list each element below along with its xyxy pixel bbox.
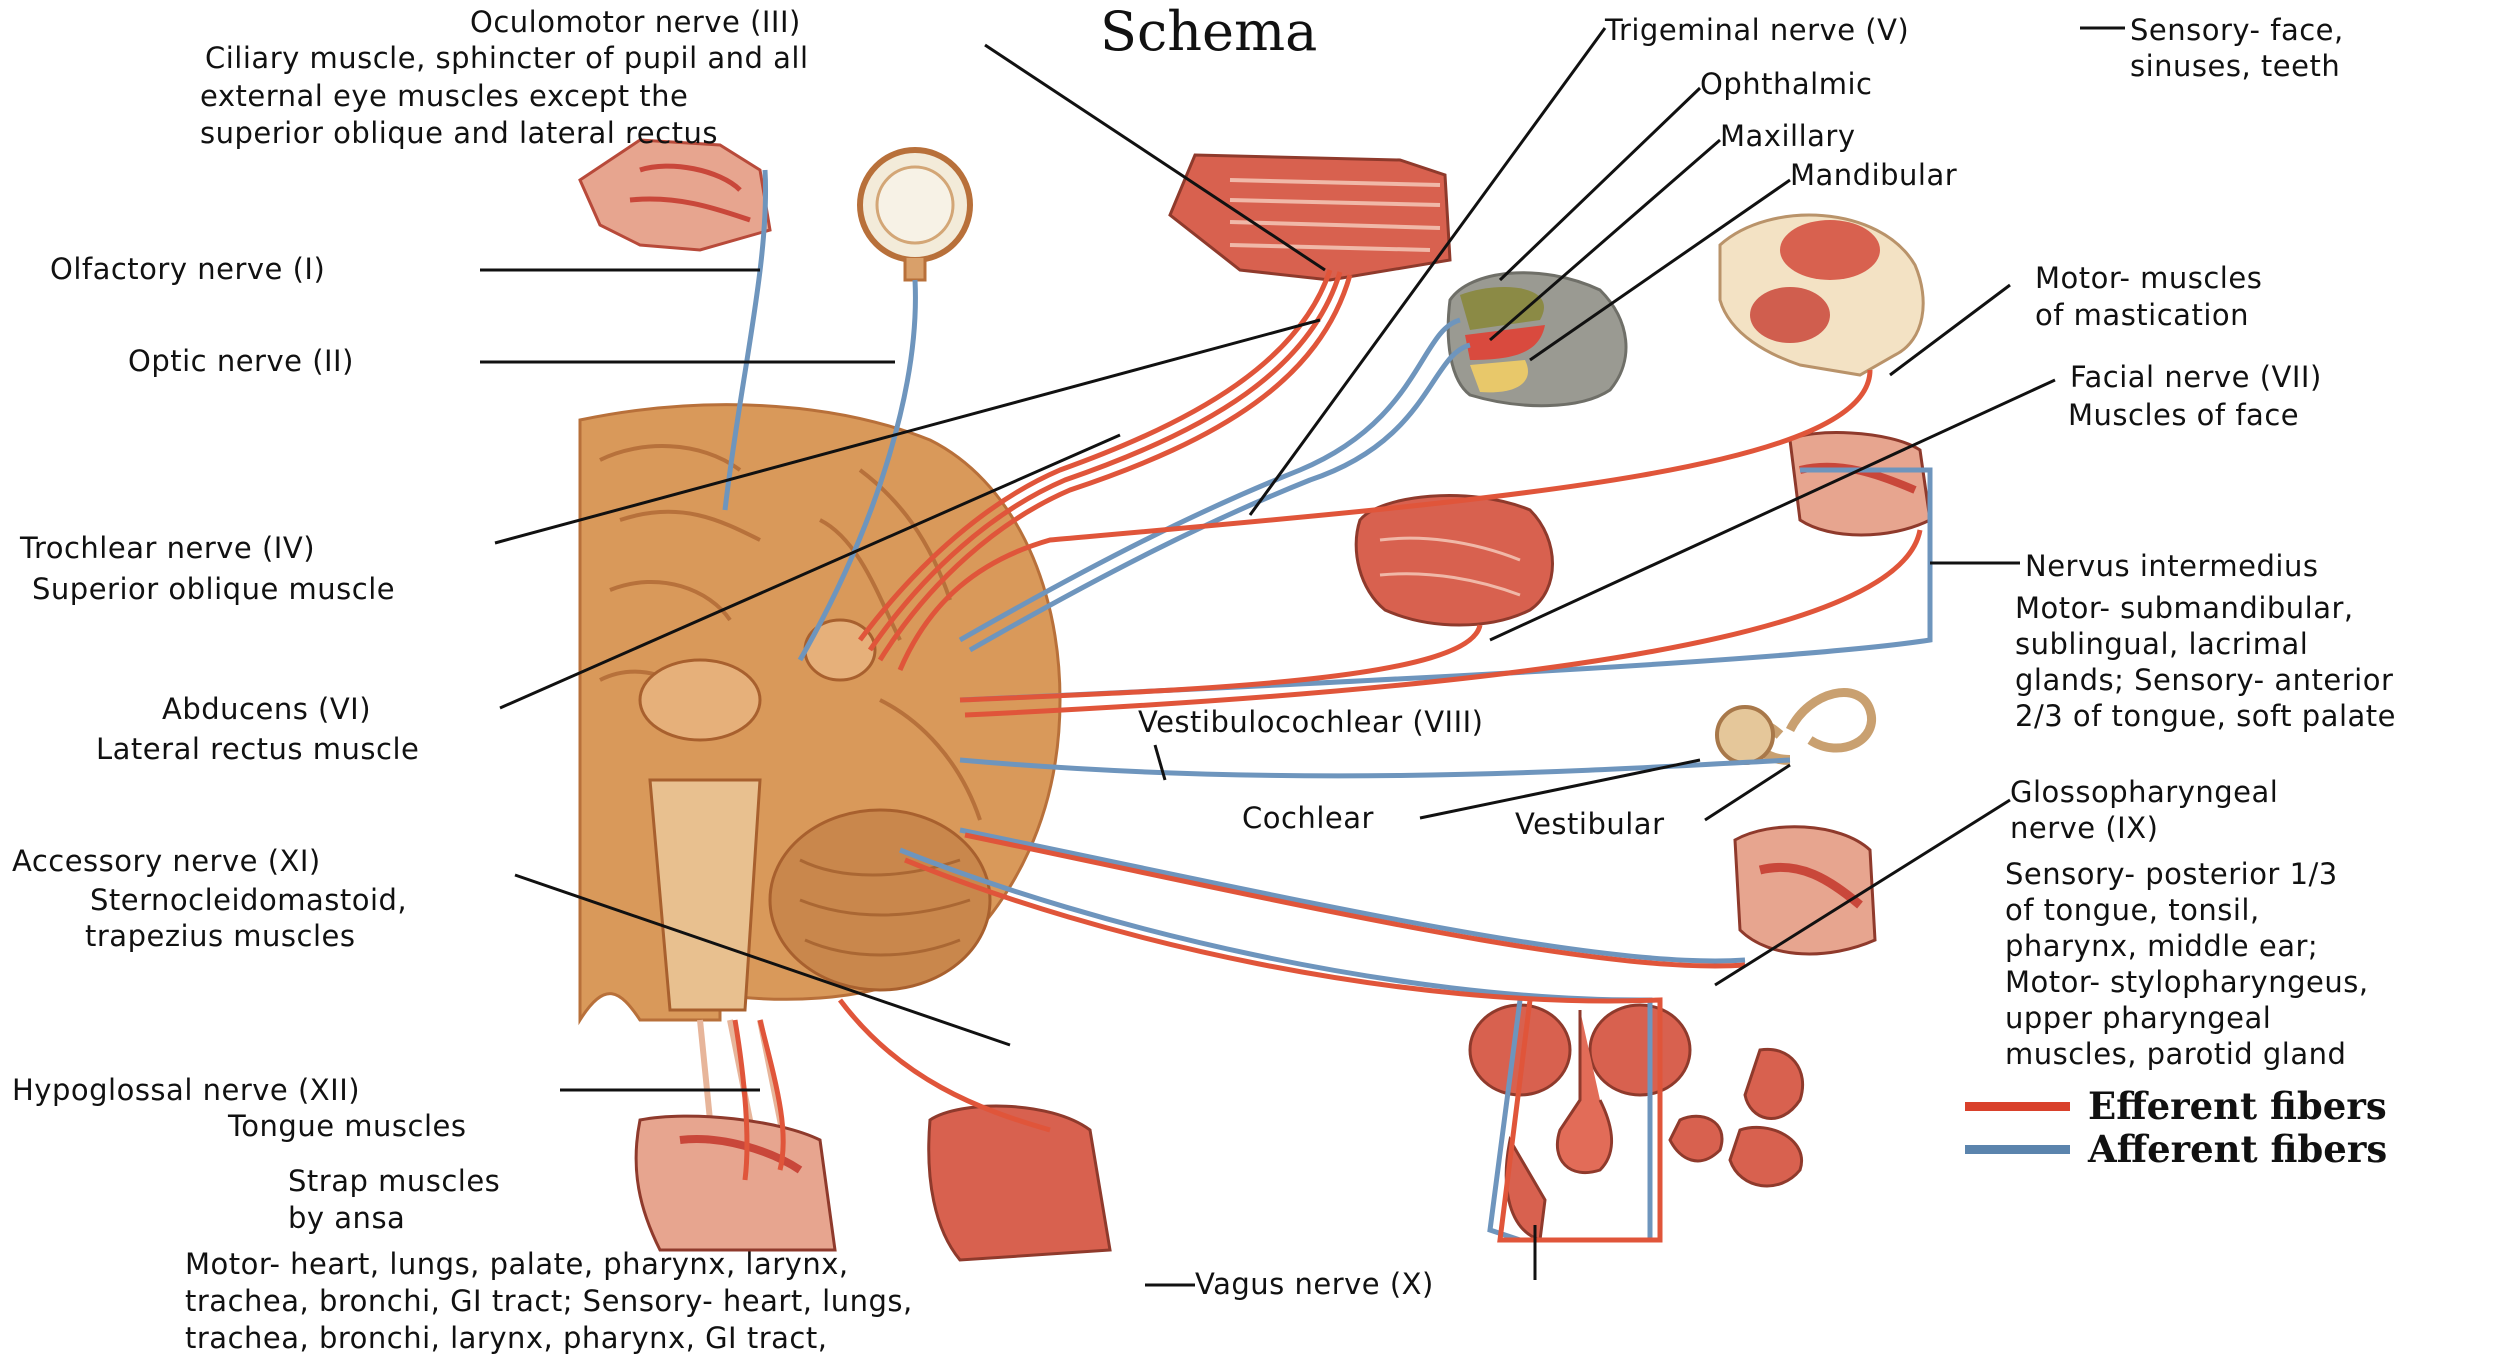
nose-illustration	[580, 140, 770, 250]
label-glosso-1: Glossopharyngeal	[2010, 774, 2278, 810]
label-vagus-desc-1: Motor- heart, lungs, palate, pharynx, la…	[185, 1246, 849, 1282]
label-trigeminal: Trigeminal nerve (V)	[1605, 12, 1909, 48]
face-muscles-illustration	[1356, 496, 1552, 625]
label-mandibular: Mandibular	[1790, 157, 1957, 193]
inner-ear-illustration	[1717, 693, 1872, 763]
label-vestibulocochlear: Vestibulocochlear (VIII)	[1138, 704, 1484, 740]
label-glosso-desc-1: Sensory- posterior 1/3	[2005, 856, 2338, 892]
legend-afferent-swatch	[1965, 1145, 2070, 1154]
label-intermedius-desc-1: Motor- submandibular,	[2015, 590, 2354, 626]
label-olfactory: Olfactory nerve (I)	[50, 251, 325, 287]
label-oculomotor-desc-1: Ciliary muscle, sphincter of pupil and a…	[205, 40, 809, 76]
label-motor-mastication-2: of mastication	[2035, 297, 2249, 333]
label-hypoglossal-desc: Tongue muscles	[228, 1108, 466, 1144]
label-strap-1: Strap muscles	[288, 1163, 500, 1199]
label-accessory: Accessory nerve (XI)	[12, 843, 321, 879]
label-glosso-desc-3: pharynx, middle ear;	[2005, 928, 2318, 964]
viscera-illustration	[1470, 1005, 1803, 1240]
legend-efferent: Efferent fibers	[1965, 1085, 2387, 1127]
label-accessory-desc-2: trapezius muscles	[85, 918, 356, 954]
label-abducens-desc: Lateral rectus muscle	[96, 731, 419, 767]
label-glosso-desc-6: muscles, parotid gland	[2005, 1036, 2346, 1072]
label-oculomotor: Oculomotor nerve (III)	[470, 4, 801, 40]
label-maxillary: Maxillary	[1720, 118, 1855, 154]
label-optic: Optic nerve (II)	[128, 343, 354, 379]
label-vagus: Vagus nerve (X)	[1195, 1266, 1434, 1302]
label-glosso-desc-4: Motor- stylopharyngeus,	[2005, 964, 2369, 1000]
label-hypoglossal: Hypoglossal nerve (XII)	[12, 1072, 360, 1108]
label-ophthalmic: Ophthalmic	[1700, 66, 1872, 102]
label-motor-mastication-1: Motor- muscles	[2035, 260, 2262, 296]
label-facial-desc: Muscles of face	[2068, 397, 2299, 433]
label-glosso-desc-2: of tongue, tonsil,	[2005, 892, 2260, 928]
label-intermedius-desc-3: glands; Sensory- anterior	[2015, 662, 2393, 698]
label-glosso-2: nerve (IX)	[2010, 810, 2158, 846]
label-facial: Facial nerve (VII)	[2070, 359, 2322, 395]
label-cochlear: Cochlear	[1242, 800, 1374, 836]
label-trigeminal-sensory-1: Sensory- face,	[2130, 12, 2344, 48]
label-trochlear-desc: Superior oblique muscle	[32, 571, 395, 607]
throat-section-illustration	[1735, 827, 1875, 954]
label-glosso-desc-5: upper pharyngeal	[2005, 1000, 2271, 1036]
label-intermedius-desc-4: 2/3 of tongue, soft palate	[2015, 698, 2396, 734]
label-oculomotor-desc-2: external eye muscles except the	[200, 78, 688, 114]
label-vestibular: Vestibular	[1515, 806, 1665, 842]
label-vagus-desc-3: trachea, bronchi, larynx, pharynx, GI tr…	[185, 1320, 827, 1356]
label-abducens: Abducens (VI)	[162, 691, 371, 727]
label-accessory-desc-1: Sternocleidomastoid,	[90, 882, 407, 918]
diagram-title: Schema	[1100, 0, 1317, 63]
label-intermedius: Nervus intermedius	[2025, 548, 2318, 584]
legend-efferent-swatch	[1965, 1102, 2070, 1111]
label-trochlear: Trochlear nerve (IV)	[20, 530, 315, 566]
neck-muscles-illustration	[929, 1106, 1110, 1260]
legend-afferent-label: Afferent fibers	[2088, 1127, 2387, 1171]
label-intermedius-desc-2: sublingual, lacrimal	[2015, 626, 2308, 662]
label-vagus-desc-2: trachea, bronchi, GI tract; Sensory- hea…	[185, 1283, 913, 1319]
label-strap-2: by ansa	[288, 1200, 405, 1236]
label-trigeminal-sensory-2: sinuses, teeth	[2130, 48, 2340, 84]
legend-afferent: Afferent fibers	[1965, 1128, 2387, 1170]
label-oculomotor-desc-3: superior oblique and lateral rectus	[200, 115, 718, 151]
brain-illustration	[580, 405, 1060, 1170]
legend-efferent-label: Efferent fibers	[2088, 1084, 2387, 1128]
